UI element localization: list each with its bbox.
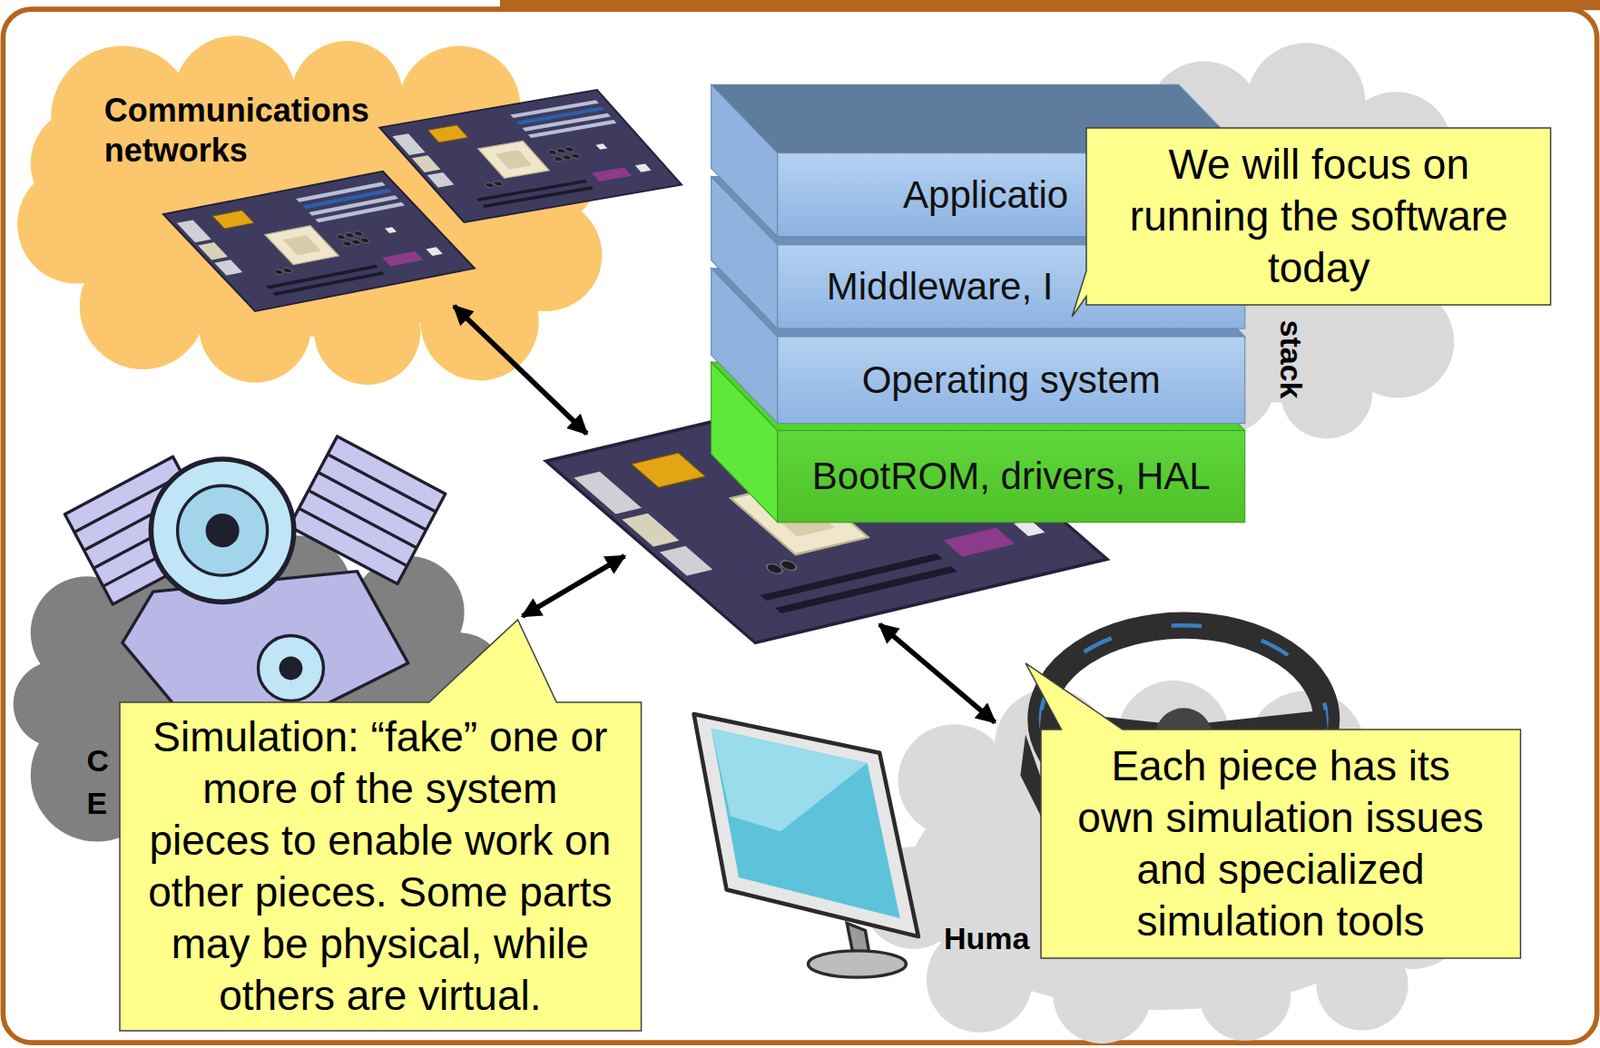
stack-cube xyxy=(777,430,1246,522)
engine-illustration xyxy=(150,459,294,602)
callout-box: Simulation: “fake” one or more of the sy… xyxy=(119,702,642,1031)
monitor-illustration xyxy=(807,951,906,978)
callout-outline xyxy=(119,618,642,1031)
callout-outline xyxy=(1072,127,1551,317)
callout-box: Each piece has its own simulation issues… xyxy=(1040,729,1521,959)
engine-illustration xyxy=(206,515,238,547)
monitor-illustration xyxy=(846,923,870,955)
slide-frame xyxy=(500,0,1600,10)
cloud-label: Communications networks xyxy=(104,90,401,171)
engine-illustration xyxy=(298,508,407,566)
callout-text: Simulation: “fake” one or more of the sy… xyxy=(144,711,618,1022)
engine-illustration xyxy=(289,436,446,585)
monitor-illustration xyxy=(694,714,919,937)
engine-illustration xyxy=(280,657,301,678)
cloud-label: stack xyxy=(1273,319,1310,399)
stack-cube xyxy=(777,336,1246,424)
human-interface-cloud xyxy=(1198,949,1291,1041)
engine-illustration xyxy=(308,490,417,548)
stack-layer: Operating system xyxy=(777,336,1246,424)
engine-illustration xyxy=(289,436,446,585)
network-board xyxy=(379,89,682,223)
callout-text: We will focus on running the software to… xyxy=(1102,138,1535,295)
network-board xyxy=(163,171,475,312)
monitor-illustration xyxy=(711,728,868,833)
engine-illustration xyxy=(64,436,445,715)
layer-text: Operating system xyxy=(862,358,1161,403)
network-cloud xyxy=(420,262,539,381)
stack-layer: BootROM, drivers, HAL xyxy=(777,430,1246,522)
callout-outline xyxy=(1025,663,1521,959)
engine-illustration xyxy=(317,472,426,531)
layer-text: Applicatio xyxy=(903,173,1069,217)
cloud-label: Huma xyxy=(943,921,1030,956)
link-arrow xyxy=(879,624,995,723)
engine-illustration xyxy=(122,571,409,715)
cloud-label: E xyxy=(87,785,108,821)
monitor-illustration xyxy=(711,728,901,919)
human-interface-cloud xyxy=(1052,945,1151,1044)
engine-illustration xyxy=(327,454,436,512)
link-arrow xyxy=(453,305,587,434)
callout-box: We will focus on running the software to… xyxy=(1086,127,1551,305)
cloud-label: C xyxy=(87,743,110,778)
layer-text: BootROM, drivers, HAL xyxy=(812,454,1211,499)
engine-illustration xyxy=(257,635,324,701)
callout-text: Each piece has its own simulation issues… xyxy=(1072,740,1489,948)
layer-text: Middleware, I xyxy=(826,265,1054,309)
link-arrow xyxy=(522,556,625,617)
stack-cube xyxy=(711,84,778,237)
monitor-illustration xyxy=(694,714,919,978)
engine-illustration xyxy=(177,485,268,576)
equipment-cloud xyxy=(13,661,99,747)
human-interface-cloud xyxy=(897,724,1011,837)
slide-frame xyxy=(2,9,1597,1043)
